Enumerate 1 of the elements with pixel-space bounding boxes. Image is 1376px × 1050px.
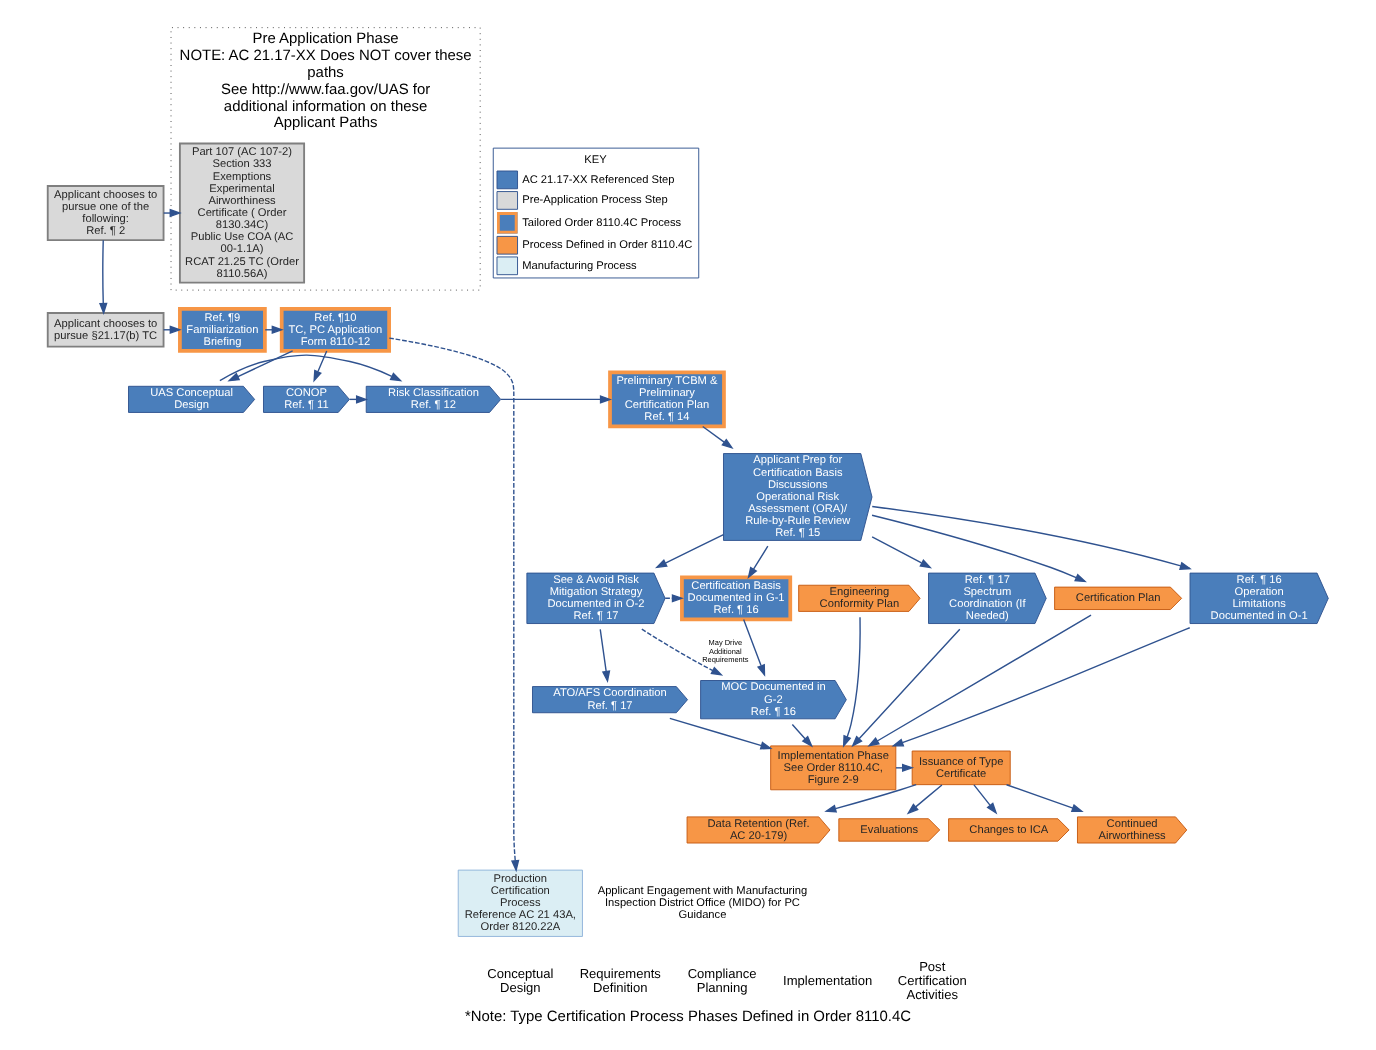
caption: *Note: Type Certification Process Phases Defined in Order 8110.4C: [464, 1007, 912, 1026]
